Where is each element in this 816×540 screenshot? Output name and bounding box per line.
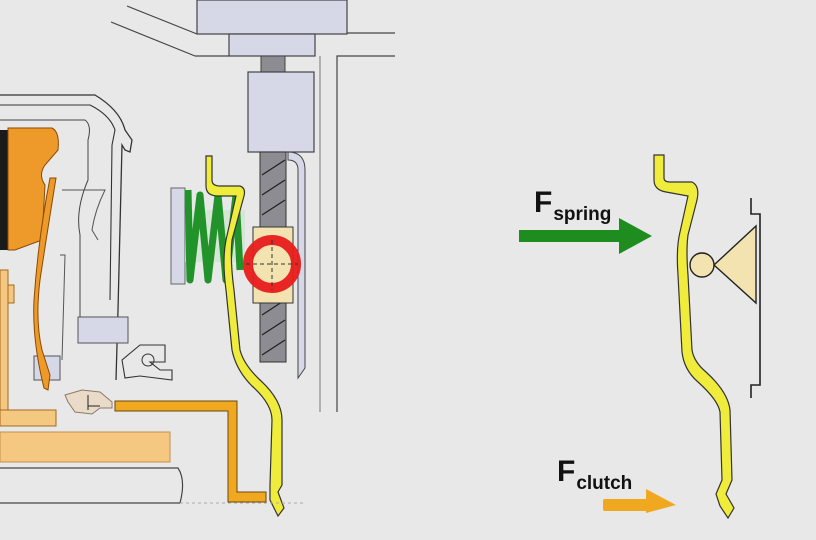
- pivot-highlight: [243, 226, 301, 304]
- clutch-force-arrow: [603, 489, 676, 513]
- clutch-plate: [0, 127, 184, 504]
- release-lever-schematic: [653, 154, 735, 520]
- top-housing: [110, 0, 395, 412]
- clutch-force-subscript: clutch: [576, 473, 633, 494]
- spring-force-subscript: spring: [553, 204, 612, 225]
- clutch-force-label: Fclutch: [557, 455, 632, 494]
- clutch-linkage: [114, 400, 267, 503]
- spring-force-label: Fspring: [534, 186, 611, 225]
- bearing-fitting: [64, 344, 173, 415]
- spring-assembly: [170, 187, 245, 285]
- fulcrum-pivot: [689, 198, 761, 398]
- release-lever-left: [205, 155, 285, 518]
- clutch-force-symbol: F: [557, 455, 576, 488]
- spring-force-arrow: [519, 218, 652, 254]
- spring-force-symbol: F: [534, 186, 553, 219]
